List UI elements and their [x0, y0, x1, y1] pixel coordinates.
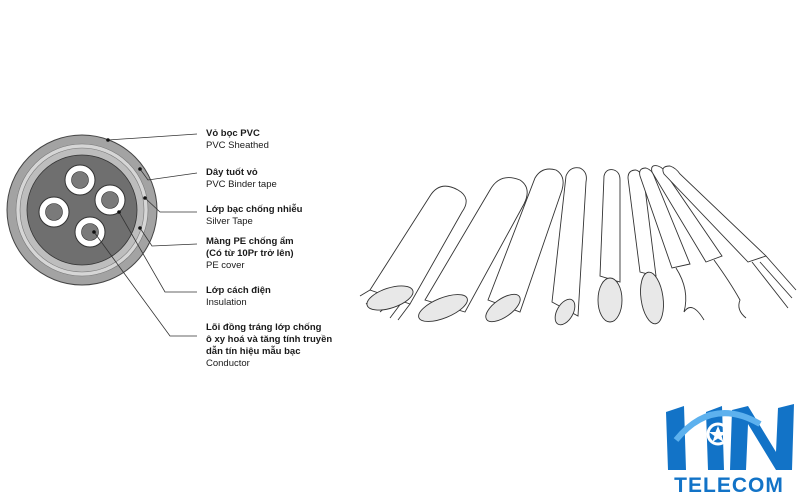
leader-dot — [138, 226, 142, 230]
logo-mark-h — [666, 406, 724, 470]
leader-dots — [92, 138, 147, 234]
label-sheath-en: PVC Sheathed — [206, 140, 269, 151]
conductor-core-right — [101, 191, 119, 209]
conductor-cores — [45, 171, 119, 241]
leader-line-pe — [139, 227, 198, 247]
wire-4-end — [554, 298, 576, 326]
leader-lines — [93, 133, 198, 337]
logo-text: TELECOM — [674, 474, 784, 497]
label-sheath: Vỏ bọc PVC PVC Sheathed — [206, 128, 269, 152]
cable-fan — [359, 165, 797, 326]
wire-7-pair — [675, 267, 705, 321]
label-binder-en: PVC Binder tape — [206, 179, 277, 190]
wire-2 — [424, 177, 528, 313]
label-pe-cover-en: PE cover — [206, 260, 245, 271]
pe-cover — [26, 154, 138, 266]
leader-dot — [143, 196, 147, 200]
conductor-core-bottom — [81, 223, 99, 241]
leader-line-binder — [139, 168, 198, 181]
label-insulation-vi: Lớp cách điện — [206, 285, 271, 296]
leader-line-silver — [144, 197, 197, 213]
label-binder: Dây tuốt vỏ PVC Binder tape — [206, 167, 277, 191]
label-conductor-vi-1: Lõi đồng tráng lớp chống — [206, 322, 322, 333]
label-conductor-vi-3: dẫn tín hiệu mẫu bạc — [206, 346, 301, 357]
wire-6-end — [640, 271, 664, 325]
conductor-core-left — [45, 203, 63, 221]
wire-3 — [487, 168, 564, 313]
leader-line-conductor — [93, 231, 197, 337]
label-pe-cover: Màng PE chống ẩm (Có từ 10Pr trở lên) PE… — [206, 236, 294, 272]
label-silver-tape-vi: Lớp bạc chống nhiễu — [206, 204, 303, 215]
wire-3-end — [485, 293, 521, 323]
logo-arc — [673, 410, 762, 442]
logo-ring — [706, 422, 730, 446]
wire-1-end — [366, 285, 414, 311]
leader-dot — [92, 230, 96, 234]
label-silver-tape-en: Silver Tape — [206, 216, 253, 227]
label-insulation: Lớp cách điện Insulation — [206, 285, 271, 309]
cable-cross-section — [6, 134, 158, 286]
wire-5 — [599, 169, 621, 283]
label-conductor-en: Conductor — [206, 358, 250, 369]
label-conductor: Lõi đồng tráng lớp chống ô xy hoá và tăn… — [206, 322, 332, 370]
hn-telecom-logo — [666, 404, 794, 470]
leader-dot — [138, 167, 142, 171]
leader-dot — [117, 210, 121, 214]
label-silver-tape: Lớp bạc chống nhiễu Silver Tape — [206, 204, 302, 228]
leader-line-insulation — [118, 211, 197, 293]
leader-dot — [106, 138, 110, 142]
label-pe-cover-vi-note: (Có từ 10Pr trở lên) — [206, 248, 294, 259]
wire-1 — [369, 185, 467, 305]
wire-9-pair — [751, 255, 797, 309]
wire-8-pair — [713, 259, 747, 319]
wire-2-end — [418, 294, 468, 322]
wire-9 — [662, 165, 767, 263]
leader-line-sheath — [107, 133, 198, 141]
conductor-core-top — [71, 171, 89, 189]
wire-4 — [551, 167, 587, 317]
label-sheath-vi: Vỏ bọc PVC — [206, 128, 260, 139]
wire-5-end — [597, 277, 623, 323]
star-icon — [709, 426, 727, 442]
label-insulation-en: Insulation — [206, 297, 247, 308]
label-pe-cover-vi: Màng PE chống ẩm — [206, 236, 294, 247]
label-binder-vi: Dây tuốt vỏ — [206, 167, 258, 178]
label-conductor-vi-2: ô xy hoá và tăng tính truyền — [206, 334, 333, 345]
